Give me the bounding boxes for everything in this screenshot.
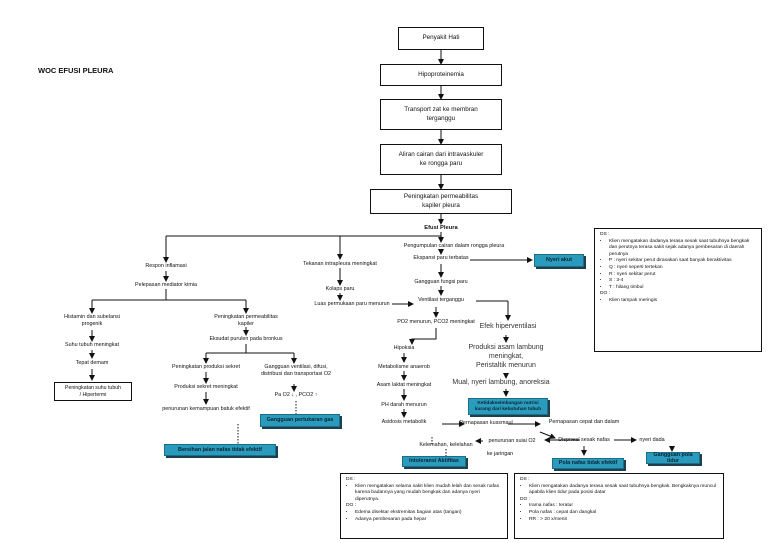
label-efek-hiperventilasi: Efek hiperventilasi (479, 323, 537, 330)
ds-item: Q : nyeri seperti tertekan (609, 265, 756, 272)
diagnosis-pola-nafas: Pola nafas tidak efektif (552, 458, 624, 469)
ds-label: DS : (600, 232, 610, 237)
do-label: DO : (600, 291, 611, 297)
box-aliran-cairan: Aliran cairan dari intravaskuler ke rong… (380, 144, 502, 175)
do-item: Irama nafas : teratur (529, 503, 718, 510)
box-transport: Transport zat ke membran terganggu (380, 99, 502, 130)
do-label: DO : (346, 503, 357, 509)
label-pao2: Pa O2 ↓ , PCO2 ↑ (274, 392, 318, 398)
ds-label: DS : (520, 477, 530, 482)
label-suhu-meningkat: Suhu tubuh meningkat (65, 342, 119, 348)
diagnosis-pertukaran-gas: Gangguan pertukaran gas (260, 414, 340, 427)
label-po2: PO2 menurun, PCO2 meningkat (397, 319, 475, 325)
ds-item: Klien mengatakan selama sakit klien muda… (355, 484, 502, 504)
label-efusi-pleura: Efusi Pleura (424, 225, 458, 231)
label-produksi-asam: Produksi asam lambung meningkat, Perista… (468, 344, 544, 369)
ds-panel-intoleransi: DS : Klien mengatakan selama sakit klien… (340, 473, 508, 539)
label-metabolisme-anaerob: Metabolisme anaerob (378, 364, 430, 370)
do-item: Edema disektar ekstremitas bagian atas (… (355, 510, 502, 517)
label-eksudat: Eksudat purulen pada bronkus (209, 336, 283, 342)
label-luas-permukaan: Luas permukaan paru menurun (314, 301, 390, 307)
box-hipertermi: Peningkatan suhu tubuh / Hipertermi (54, 382, 132, 401)
box-hipoproteinemia: Hipoproteinemia (380, 64, 502, 86)
label-tepat-demam: Tepat demam (75, 360, 109, 366)
label-permeabilitas-kapiler: Peningkatan permeabilitas kapiler (214, 314, 278, 327)
label-dispnea: Dispnea/ sesak nafas (558, 437, 610, 443)
label-pelepasan-mediator: Pelepasan mediator kimia (134, 282, 198, 288)
diagnosis-bersihan-jalan-nafas: Bersihan jalan nafas tidak efektif (164, 444, 276, 456)
label-histamin: Histamin dan subelansi progenik (64, 314, 120, 327)
label-ventilasi-terganggu: Ventilasi terganggu (418, 297, 464, 303)
diagram-title: WOC EFUSI PLEURA (38, 66, 114, 75)
ds-panel-pola-nafas: DS : Klien mengatakan dadanya terasa ses… (514, 473, 724, 539)
label-gangguan-fungsi-paru: Gangguan fungsi paru (414, 279, 468, 285)
do-item: Pola nafas : cepat dan dangkal (529, 510, 718, 517)
ds-label: DS : (346, 477, 356, 482)
label-asam-laktat: Asam laktat meningkat (376, 382, 432, 388)
label-hipoksia: Hipoksia (393, 345, 415, 351)
label-penurunan-batuk: penurunan kemampuan batuk efektif (162, 406, 250, 412)
label-pengumpulan-cairan: Pengumpulan cairan dalam rongga pleura (403, 243, 505, 249)
label-sekret-meningkat: Produksi sekret meningkat (174, 384, 238, 390)
diagnosis-nutrisi: Ketidakseimbangan nutrisi kurang dari ke… (468, 398, 548, 415)
label-gangguan-ventilasi: Gangguan ventilasi, difusi, distribusi d… (260, 364, 332, 377)
label-ekspansi-paru: Ekspansi paru terbatas (413, 255, 469, 261)
label-ke-jaringan: ke jaringan (486, 451, 514, 457)
diagnosis-intoleransi-aktifitas: Intoleransi Aktifitas (402, 456, 466, 467)
do-item: Klien tampak meringis (609, 298, 756, 305)
ds-item: R : nyeri sekitar perut (609, 272, 756, 279)
label-kelemahan: Kelemahan, kelelahan (419, 442, 473, 448)
ds-item: Klien mengatakan dadanya terasa sesak sa… (529, 484, 718, 497)
ds-item: P : nyeri sekitar perut dirasakan saat b… (609, 258, 756, 265)
do-label: DO : (520, 496, 531, 502)
label-produksi-sekret: Peningkatan produksi sekret (171, 364, 241, 370)
ds-item: S : 3-4 (609, 278, 756, 285)
label-nyeri-dada: nyeri dada (639, 437, 665, 443)
do-item: RR : > 20 x/menit (529, 517, 718, 524)
ds-item: Klien mengatakan dadanya terasa sesak sa… (609, 239, 756, 259)
label-kolaps-paru: Kolaps paru (325, 286, 355, 292)
do-item: Adanya pembesaran pada hepar (355, 517, 502, 524)
label-pernapasan-cepat: Pernapasan cepat dan dalam (548, 419, 620, 425)
label-tekanan-intrapleura: Tekanan intrapleura meningkat (303, 261, 377, 267)
box-permeabilitas: Peningkatan permeabilitas kapiler pleura (370, 189, 512, 214)
label-asidosis: Asidosis metabolik (381, 419, 427, 425)
label-mual: Mual, nyeri lambung, anoreksia (452, 379, 550, 386)
label-respon-inflamasi: Respon inflamasi (145, 263, 187, 269)
label-ph-darah: PH darah menurun (381, 402, 427, 408)
diagnosis-pola-tidur: Gangguan pola tidur (646, 452, 700, 464)
label-pernapasan-kussmaul: Pernapasan kussmaul (459, 420, 513, 426)
ds-item: T : hilang timbul (609, 285, 756, 292)
ds-panel-nyeri: DS : Klien mengatakan dadanya terasa ses… (594, 228, 762, 352)
label-penurunan-o2: penurunan suiai O2 (488, 438, 536, 444)
diagnosis-nyeri-akut: Nyeri akut (534, 254, 584, 267)
box-penyakit-hati: Penyakit Hati (398, 27, 484, 50)
